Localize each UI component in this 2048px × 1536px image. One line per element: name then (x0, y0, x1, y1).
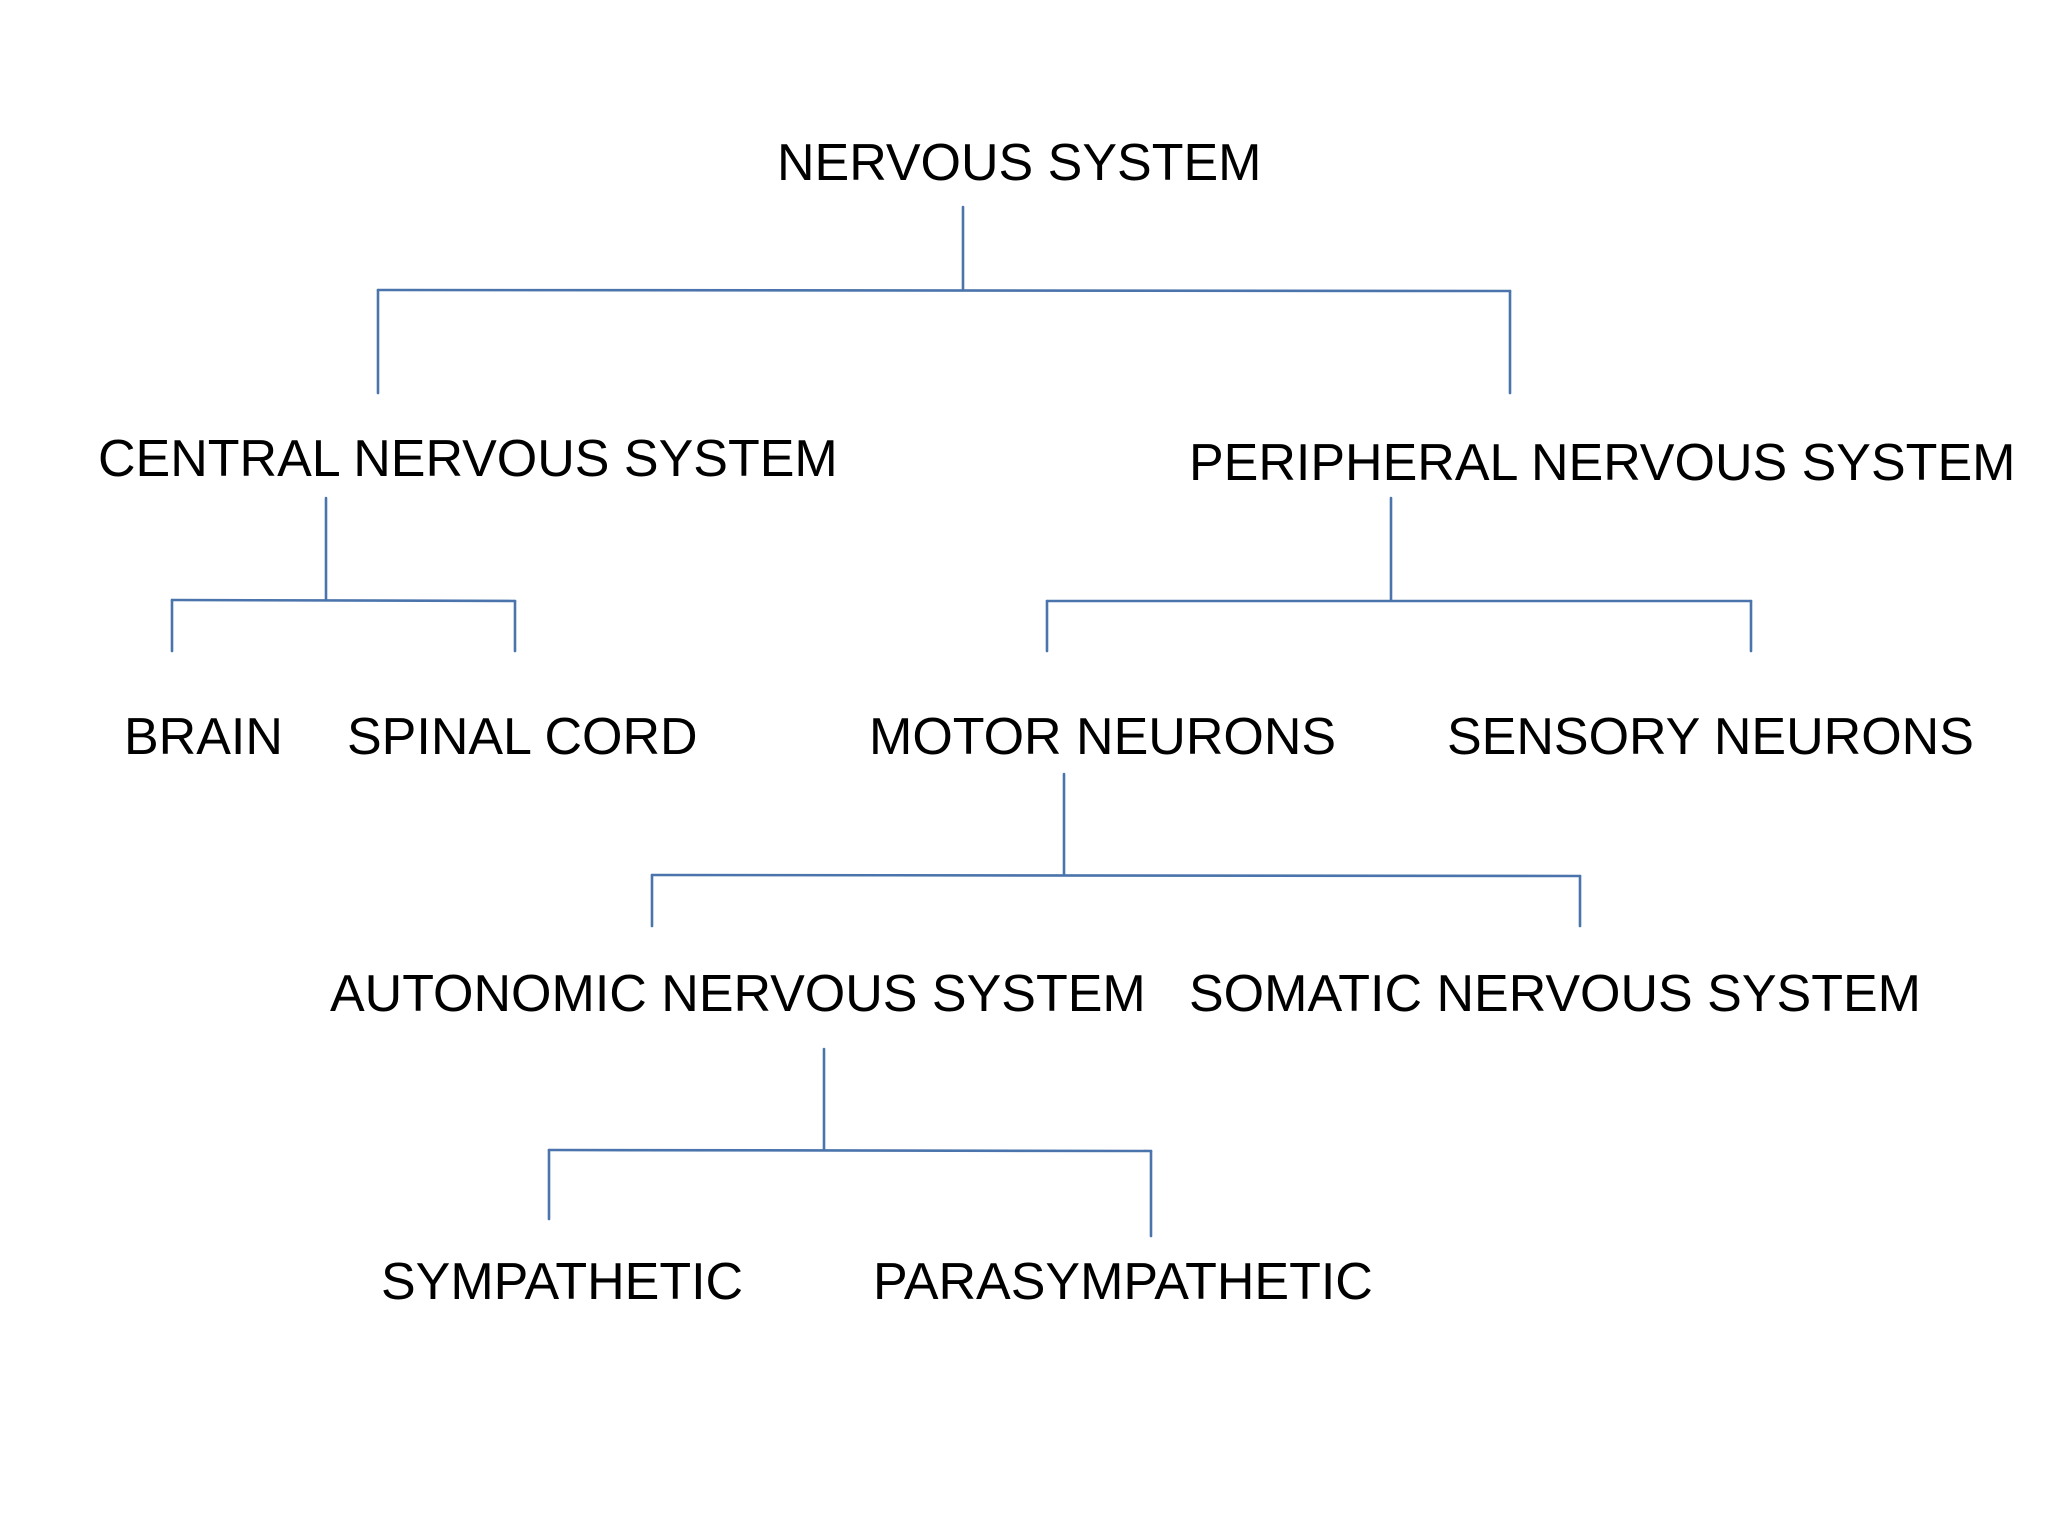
connector-nervous-system (376, 205, 1512, 395)
node-central-nervous-system: CENTRAL NERVOUS SYSTEM (98, 430, 838, 488)
connector-bar (650, 873, 1582, 878)
node-sensory-neurons: SENSORY NEURONS (1447, 708, 1974, 766)
connector-bar (376, 288, 1512, 293)
connector-bar (547, 1148, 1153, 1153)
node-nervous-system: NERVOUS SYSTEM (777, 134, 1261, 192)
node-brain: BRAIN (124, 708, 283, 766)
connector-peripheral-nervous-system (1045, 496, 1753, 653)
node-sympathetic: SYMPATHETIC (381, 1253, 743, 1311)
node-parasympathetic: PARASYMPATHETIC (873, 1253, 1373, 1311)
node-autonomic-nervous-system: AUTONOMIC NERVOUS SYSTEM (330, 965, 1146, 1023)
node-somatic-nervous-system: SOMATIC NERVOUS SYSTEM (1189, 965, 1921, 1023)
node-motor-neurons: MOTOR NEURONS (869, 708, 1336, 766)
connector-central-nervous-system (170, 496, 517, 653)
node-spinal-cord: SPINAL CORD (347, 708, 698, 766)
connector-bar (170, 598, 517, 603)
connector-autonomic-nervous-system (547, 1047, 1153, 1238)
connector-motor-neurons (650, 772, 1582, 928)
node-peripheral-nervous-system: PERIPHERAL NERVOUS SYSTEM (1189, 434, 2015, 492)
